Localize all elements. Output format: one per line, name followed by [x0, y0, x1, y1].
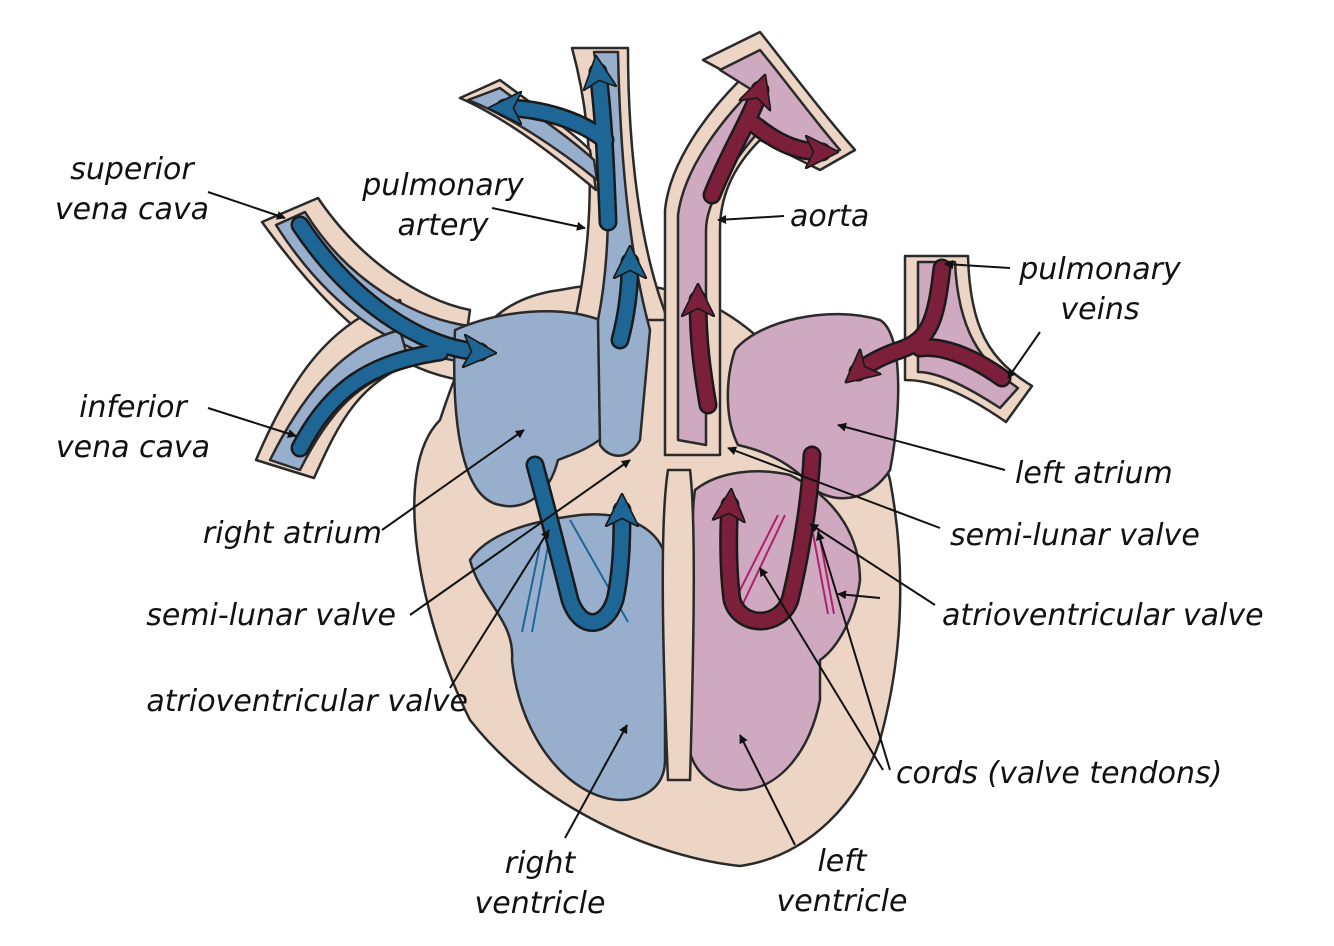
label-pulmonary-veins: pulmonary veins [1019, 252, 1181, 327]
label-atrioventricular-valve-right: atrioventricular valve [146, 684, 468, 719]
pointer-inferior-vena-cava [207, 407, 297, 438]
label-left-atrium: left atrium [1015, 456, 1173, 491]
label-superior-vena-cava: superior vena cava [54, 152, 210, 227]
pointer-atrioventricular-valve-left [809, 523, 936, 606]
label-atrioventricular-valve-left: atrioventricular valve [942, 598, 1264, 633]
label-pulmonary-artery: pulmonary artery [362, 168, 524, 243]
pointer-superior-vena-cava [207, 191, 286, 220]
pointer-semi-lunar-valve-left [727, 446, 941, 529]
pointer-semi-lunar-valve-right [409, 459, 631, 616]
label-right-ventricle: right ventricle [474, 846, 606, 921]
label-semi-lunar-valve-left: semi-lunar valve [950, 518, 1200, 553]
pointer-cords-a [759, 567, 884, 771]
pointer-right-atrium [381, 429, 525, 531]
label-semi-lunar-valve-right: semi-lunar valve [146, 598, 396, 633]
pointer-aorta [717, 215, 785, 225]
pointer-left-ventricle [739, 734, 796, 846]
pointer-left-atrium [837, 422, 1006, 471]
label-aorta: aorta [790, 199, 870, 234]
pointer-pulmonary-veins-bottom [1007, 331, 1041, 379]
septum [661, 468, 696, 782]
pointer-left-atrium-cord [837, 590, 881, 600]
label-right-atrium: right atrium [202, 516, 382, 551]
pointer-pulmonary-artery [491, 207, 586, 231]
pointer-cords-b [816, 531, 891, 771]
oxygenated-flow-arrows [698, 90, 1012, 631]
label-pointers [207, 191, 1041, 846]
pointer-atrioventricular-valve-right [449, 529, 550, 689]
pointer-right-ventricle [564, 724, 628, 839]
pointer-pulmonary-veins-top [944, 260, 1011, 269]
label-left-ventricle: left ventricle [776, 844, 908, 919]
label-inferior-vena-cava: inferior vena cava [55, 390, 211, 465]
label-cords: cords (valve tendons) [896, 756, 1223, 791]
deoxygenated-flow-arrows [290, 72, 630, 632]
